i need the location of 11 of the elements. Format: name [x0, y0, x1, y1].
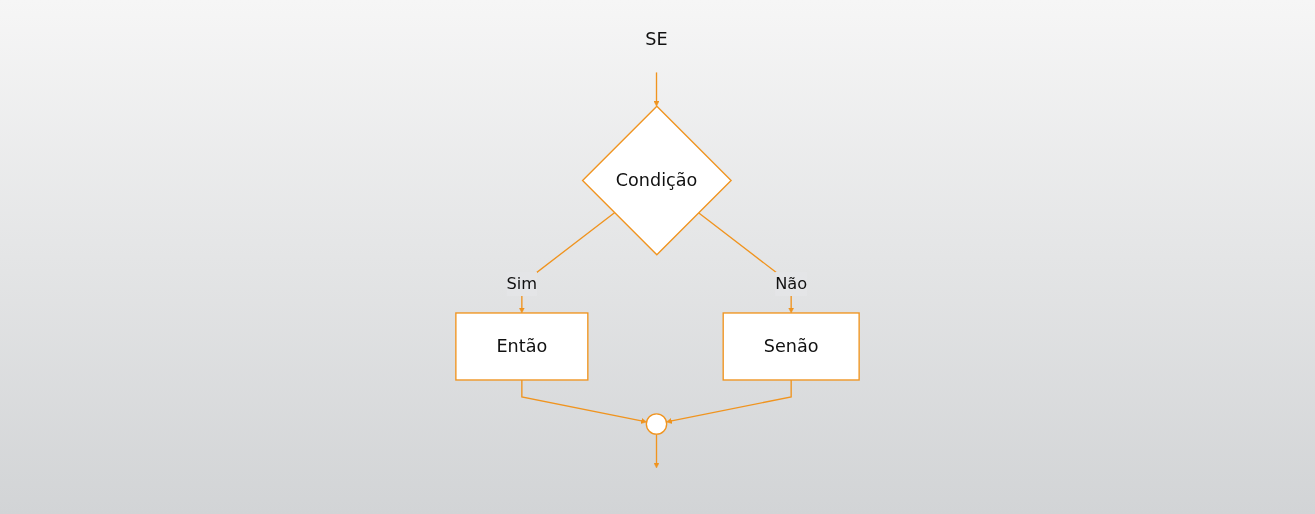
arrow — [666, 379, 792, 424]
node-box: Senão — [722, 312, 860, 381]
arrow — [521, 379, 647, 424]
node-text: SE — [645, 28, 668, 49]
node-box: Então — [455, 312, 589, 381]
edge-label: Não — [775, 274, 808, 294]
edge-label: Sim — [506, 274, 538, 294]
node-diamond: Condição — [581, 105, 733, 256]
arrow — [653, 71, 660, 107]
arrow — [653, 433, 660, 469]
node-ellipse — [645, 413, 668, 435]
